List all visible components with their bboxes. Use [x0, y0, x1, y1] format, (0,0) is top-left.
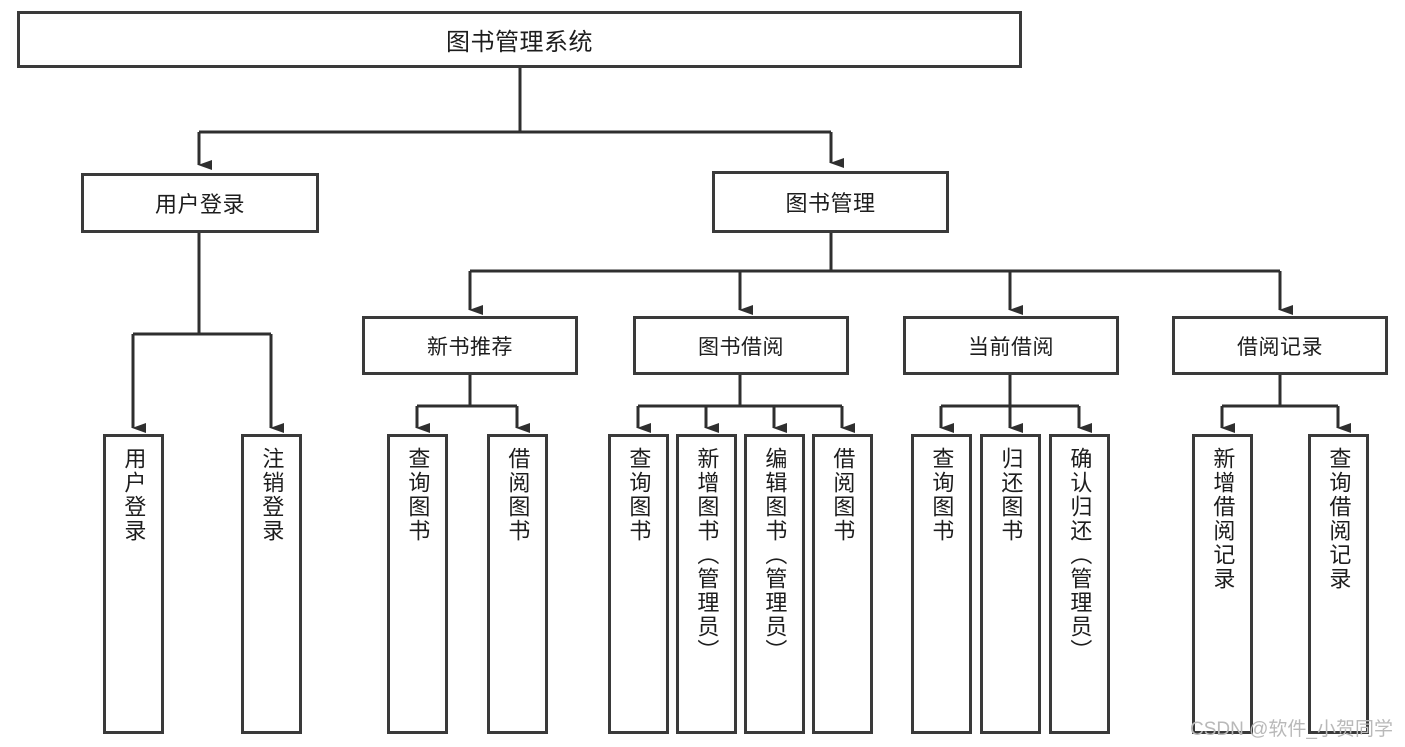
csdn-watermark: CSDN @软件_小贺同学 [1190, 719, 1393, 740]
leaf-user-login-1[interactable]: 用户登录 [103, 434, 164, 734]
leaf-new-book-1[interactable]: 查询图书 [387, 434, 448, 734]
node-user-login-label: 用户登录 [154, 192, 245, 217]
leaf-current-borrow-3-label: 确认归还（管理员） [1067, 447, 1093, 663]
leaf-current-borrow-2-label: 归还图书 [998, 447, 1024, 543]
leaf-borrow-record-2[interactable]: 查询借阅记录 [1308, 434, 1369, 734]
leaf-user-login-1-label: 用户登录 [121, 447, 147, 543]
leaf-new-book-2[interactable]: 借阅图书 [487, 434, 548, 734]
node-current-borrow[interactable]: 当前借阅 [903, 316, 1119, 375]
leaf-borrow-record-1-label: 新增借阅记录 [1210, 447, 1236, 591]
leaf-current-borrow-1[interactable]: 查询图书 [911, 434, 972, 734]
node-root-label: 图书管理系统 [446, 29, 593, 56]
leaf-book-borrow-2-label: 新增图书（管理员） [694, 447, 720, 663]
node-new-book-recommend[interactable]: 新书推荐 [362, 316, 578, 375]
node-book-borrow-label: 图书借阅 [698, 335, 784, 359]
leaf-book-borrow-1-label: 查询图书 [626, 447, 652, 543]
leaf-book-borrow-1[interactable]: 查询图书 [608, 434, 669, 734]
node-borrow-record-label: 借阅记录 [1237, 335, 1323, 359]
node-current-borrow-label: 当前借阅 [968, 335, 1054, 359]
leaf-book-borrow-3[interactable]: 编辑图书（管理员） [744, 434, 805, 734]
node-book-borrow[interactable]: 图书借阅 [633, 316, 849, 375]
leaf-book-borrow-2[interactable]: 新增图书（管理员） [676, 434, 737, 734]
node-user-login[interactable]: 用户登录 [81, 173, 319, 233]
node-root-system[interactable]: 图书管理系统 [17, 11, 1022, 68]
leaf-book-borrow-4[interactable]: 借阅图书 [812, 434, 873, 734]
node-book-management[interactable]: 图书管理 [712, 171, 949, 233]
leaf-user-login-2-label: 注销登录 [259, 447, 285, 543]
leaf-new-book-1-label: 查询图书 [405, 447, 431, 543]
leaf-borrow-record-1[interactable]: 新增借阅记录 [1192, 434, 1253, 734]
leaf-book-borrow-4-label: 借阅图书 [830, 447, 856, 543]
node-new-book-recommend-label: 新书推荐 [427, 335, 513, 359]
leaf-user-login-2[interactable]: 注销登录 [241, 434, 302, 734]
leaf-current-borrow-1-label: 查询图书 [929, 447, 955, 543]
node-book-management-label: 图书管理 [785, 191, 876, 216]
leaf-current-borrow-3[interactable]: 确认归还（管理员） [1049, 434, 1110, 734]
leaf-borrow-record-2-label: 查询借阅记录 [1326, 447, 1352, 591]
leaf-book-borrow-3-label: 编辑图书（管理员） [762, 447, 788, 663]
leaf-new-book-2-label: 借阅图书 [505, 447, 531, 543]
leaf-current-borrow-2[interactable]: 归还图书 [980, 434, 1041, 734]
node-borrow-record[interactable]: 借阅记录 [1172, 316, 1388, 375]
